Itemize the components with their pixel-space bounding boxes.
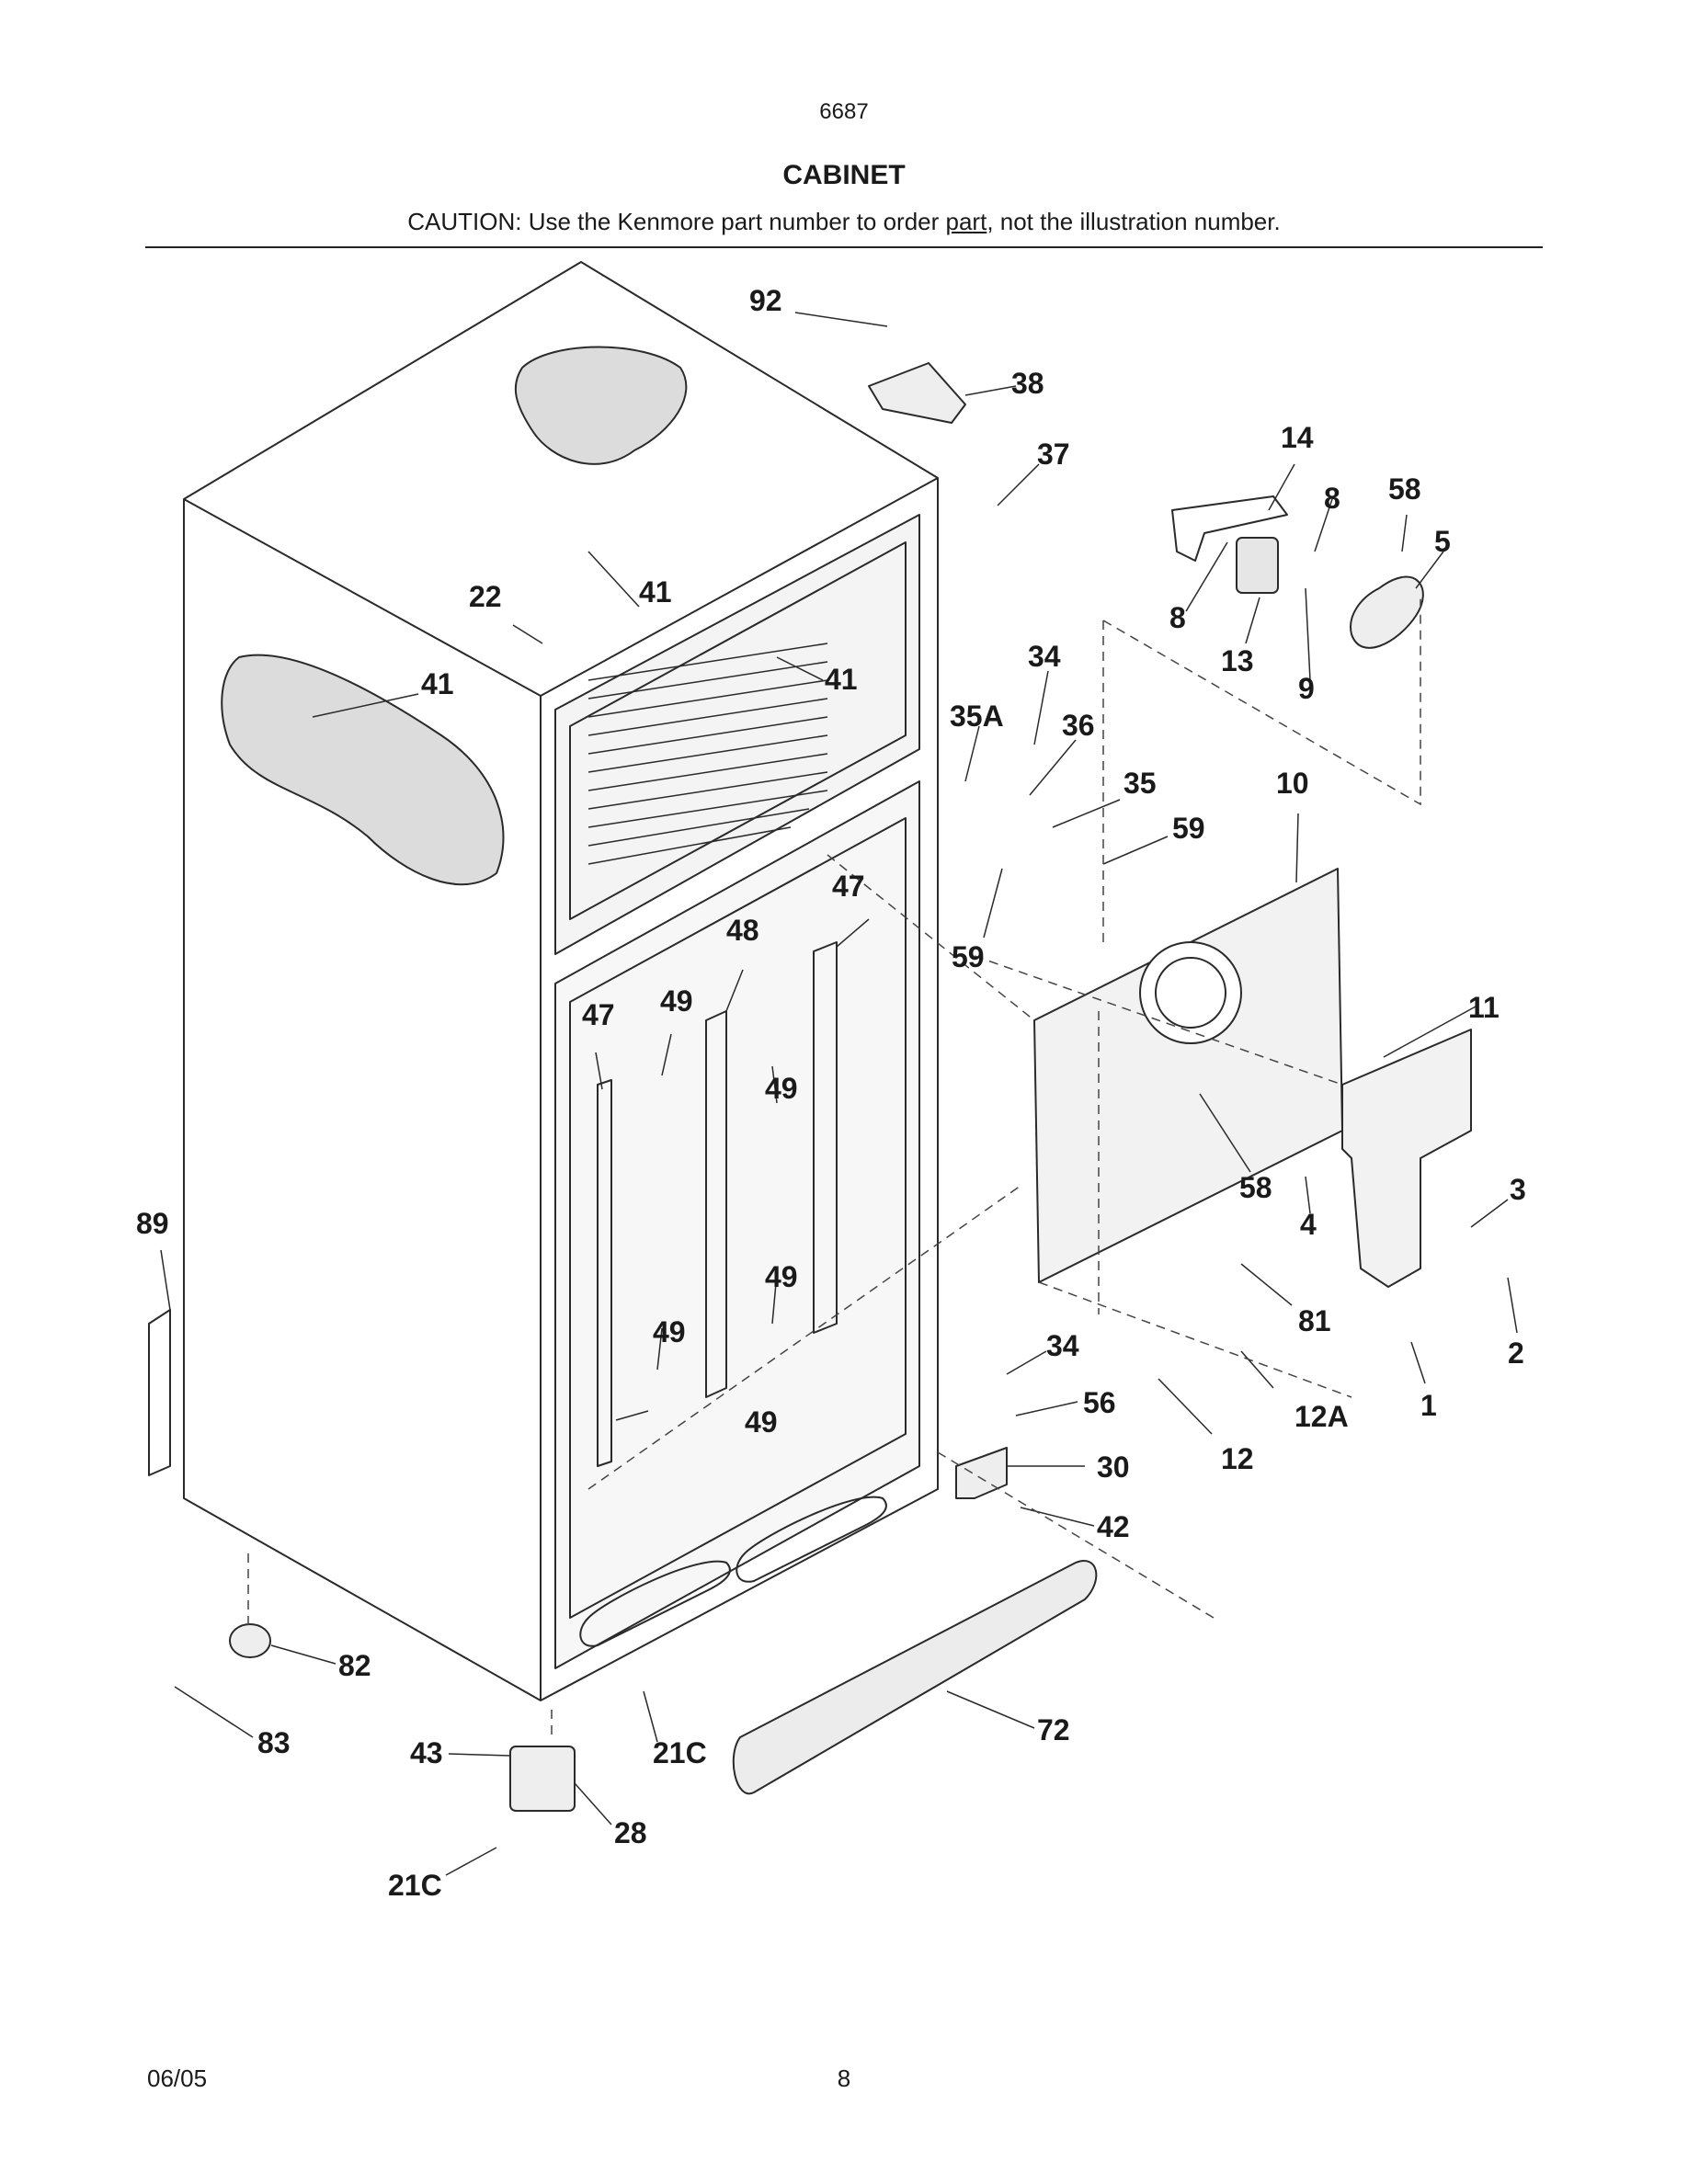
callout-35a: 35A (950, 700, 1004, 733)
fan-blade (1350, 575, 1424, 649)
callout-35: 35 (1123, 767, 1157, 800)
page-code: 6687 (819, 99, 869, 124)
callout-81: 81 (1298, 1304, 1331, 1337)
callout-49-a: 49 (660, 984, 693, 1018)
callout-42: 42 (1097, 1510, 1130, 1543)
callout-41-top: 41 (639, 575, 672, 609)
callout-89: 89 (136, 1207, 169, 1240)
side-foam-pad (221, 654, 505, 886)
rear-tab (148, 1309, 171, 1476)
caution-note: CAUTION: Use the Kenmore part number to … (0, 208, 1688, 236)
callout-47-left: 47 (582, 998, 615, 1031)
callout-13: 13 (1221, 644, 1254, 677)
callout-59-lower: 59 (952, 940, 985, 973)
callout-56: 56 (1083, 1386, 1116, 1419)
callout-5: 5 (1434, 525, 1451, 558)
front-grille (732, 1560, 1098, 1795)
callout-59-right: 59 (1172, 812, 1205, 845)
callout-72: 72 (1037, 1713, 1070, 1746)
callout-34-lower: 34 (1046, 1329, 1079, 1362)
callout-28: 28 (614, 1816, 647, 1849)
leader-lines (160, 312, 1518, 1876)
shelf-support-left (597, 1079, 612, 1467)
callout-82: 82 (338, 1649, 371, 1682)
shelf-support-right (813, 941, 838, 1334)
callout-8-left: 8 (1169, 601, 1186, 634)
callout-1: 1 (1420, 1389, 1437, 1422)
assembly-guides (247, 597, 1421, 1737)
callout-34-top: 34 (1028, 640, 1061, 673)
callout-22: 22 (469, 580, 502, 613)
callout-58-top: 58 (1388, 472, 1421, 506)
callout-49-e: 49 (745, 1405, 778, 1439)
caution-link-part[interactable]: part (945, 208, 987, 235)
diagram-linework (148, 261, 1472, 1812)
callout-43: 43 (410, 1736, 443, 1769)
freezer-ribs (587, 643, 828, 865)
footer-page-number: 8 (837, 2065, 851, 2092)
air-duct-housing (1341, 1029, 1472, 1288)
freezer-liner (569, 541, 907, 920)
callout-2: 2 (1508, 1337, 1524, 1370)
caution-prefix: CAUTION: Use the Kenmore part number to … (407, 208, 946, 235)
callout-47-right: 47 (832, 870, 865, 903)
callout-58-lower: 58 (1239, 1171, 1272, 1204)
fan-motor (1236, 537, 1279, 594)
fan-bracket (1171, 495, 1288, 562)
callout-92: 92 (749, 284, 782, 317)
callout-41-inner: 41 (825, 663, 858, 696)
caution-suffix: , not the illustration number. (987, 208, 1281, 235)
callout-9: 9 (1298, 672, 1315, 705)
base-slot-right (736, 1496, 887, 1583)
footer-date: 06/05 (147, 2065, 208, 2092)
callout-21c-left: 21C (388, 1869, 442, 1902)
callout-48: 48 (726, 914, 759, 947)
callout-30: 30 (1097, 1450, 1130, 1484)
callout-37: 37 (1037, 438, 1070, 471)
top-hinge (868, 362, 966, 424)
callout-10: 10 (1276, 767, 1309, 800)
callout-labels: 92 38 37 14 8 58 5 41 22 41 8 13 9 41 34… (136, 284, 1526, 1902)
callout-12: 12 (1221, 1442, 1254, 1475)
callout-49-d: 49 (653, 1315, 686, 1348)
callout-49-b: 49 (765, 1072, 798, 1105)
callout-11: 11 (1468, 991, 1500, 1024)
relay-overload (509, 1746, 576, 1812)
cabinet-top-edge (183, 477, 939, 697)
shelf-support-center (705, 1010, 727, 1398)
page-title: CABINET (782, 160, 906, 190)
header-rule (145, 246, 1543, 248)
base-slot-left (579, 1560, 731, 1647)
freshfood-opening (554, 780, 920, 1669)
evaporator-cover (1033, 868, 1343, 1283)
freshfood-liner (569, 817, 907, 1619)
callout-36: 36 (1062, 709, 1095, 742)
callout-21c-right: 21C (653, 1736, 707, 1769)
callout-4: 4 (1300, 1208, 1317, 1241)
top-foam-pad (514, 346, 688, 465)
callout-49-c: 49 (765, 1260, 798, 1293)
callout-14: 14 (1281, 421, 1314, 454)
bottom-hinge (955, 1447, 1008, 1499)
callout-12a: 12A (1295, 1400, 1349, 1433)
callout-41-side: 41 (421, 667, 454, 700)
callout-8-top: 8 (1324, 482, 1340, 515)
callout-3: 3 (1510, 1173, 1526, 1206)
callout-83: 83 (257, 1726, 291, 1759)
callout-38: 38 (1011, 367, 1044, 400)
freezer-opening (554, 514, 920, 955)
leveling-leg (229, 1623, 271, 1658)
